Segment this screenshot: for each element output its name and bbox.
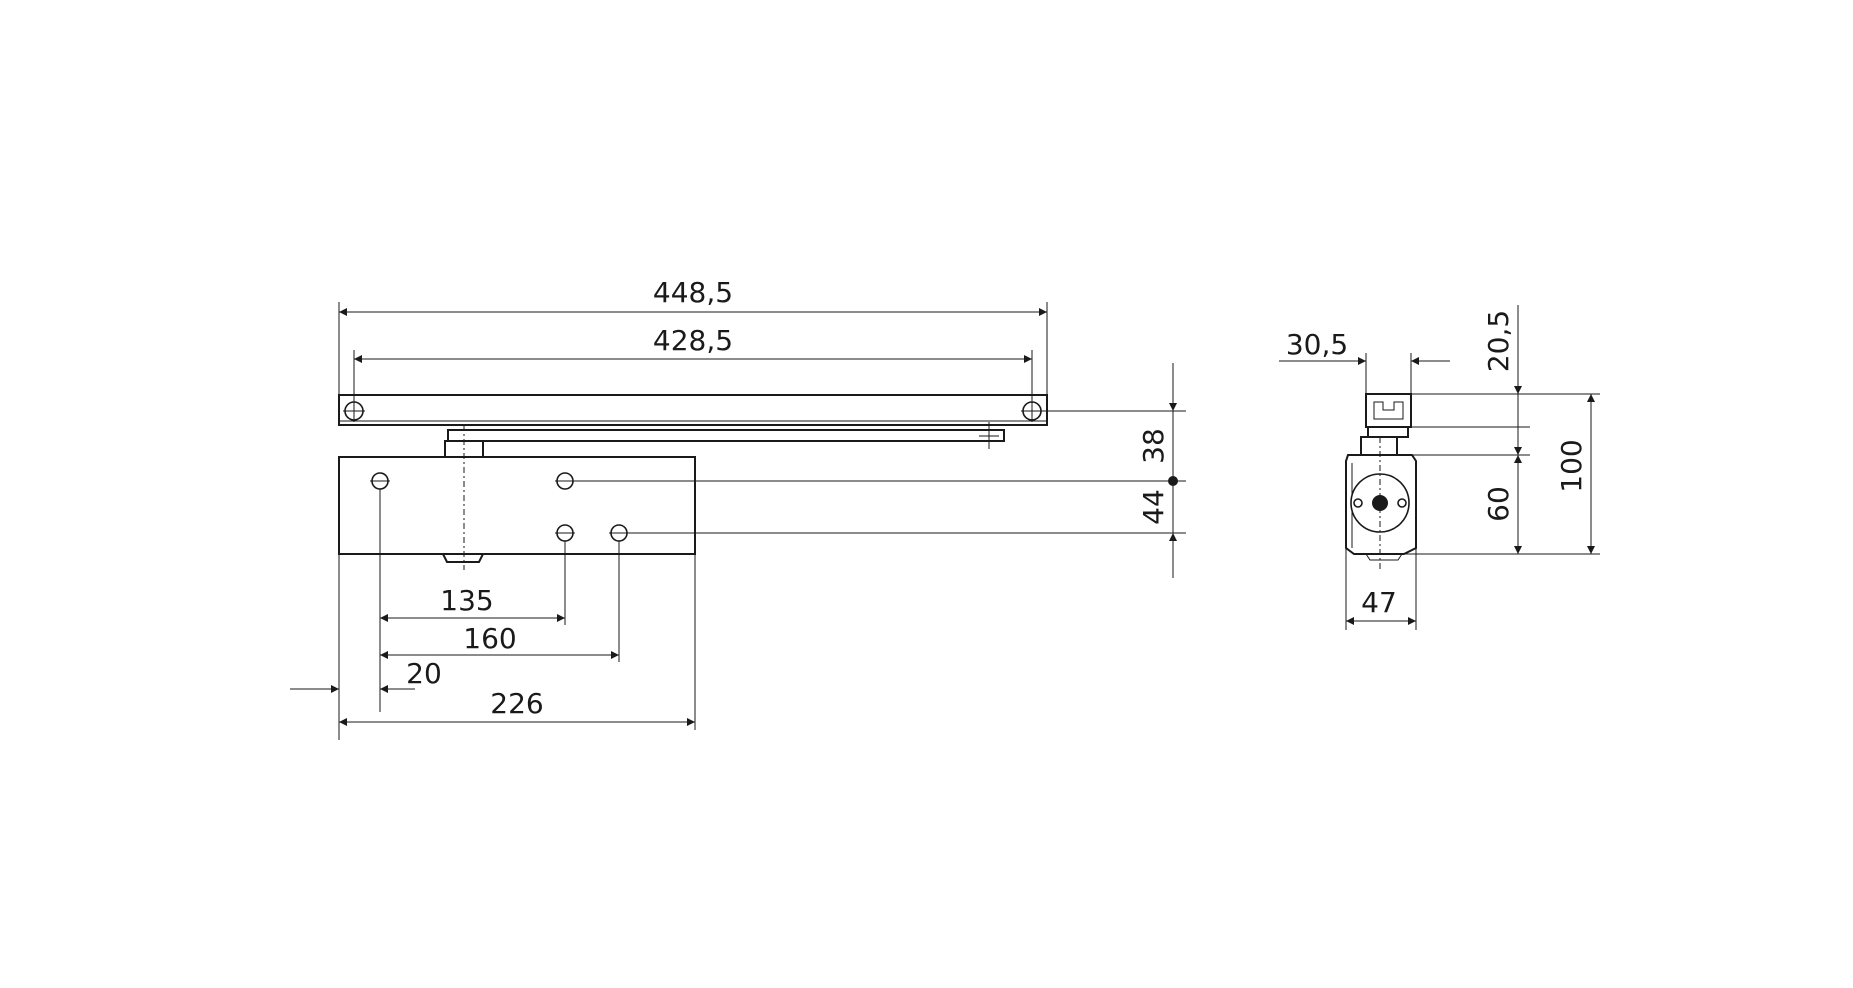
dim-label-44: 44	[1137, 489, 1170, 525]
body-end-bottom-lip	[1365, 553, 1403, 561]
dim-label-428-5: 428,5	[653, 324, 733, 357]
slider-block	[1367, 426, 1409, 438]
dim-label-135: 135	[440, 584, 493, 617]
dim-reference-dot	[1168, 476, 1178, 486]
body-bottom-bump	[441, 553, 485, 563]
front-view: 448,5 428,5 38 44 135 160 20 226	[290, 276, 1186, 740]
dim-label-30-5: 30,5	[1286, 328, 1348, 361]
closer-body	[338, 456, 696, 555]
dim-label-38: 38	[1137, 428, 1170, 464]
side-screw-left	[1353, 498, 1363, 508]
rail-profile-channel	[1373, 401, 1404, 420]
slider-stem	[1360, 436, 1398, 456]
dim-label-100: 100	[1555, 439, 1588, 492]
dim-label-226: 226	[490, 687, 543, 720]
side-screw-right	[1397, 498, 1407, 508]
slide-rail	[338, 394, 1048, 426]
dim-label-20-5: 20,5	[1482, 310, 1515, 372]
dim-label-448-5: 448,5	[653, 276, 733, 309]
dim-label-20: 20	[406, 657, 442, 690]
side-view: 30,5 20,5 60 100 47	[1279, 305, 1600, 630]
dim-label-47: 47	[1361, 586, 1397, 619]
dim-label-160: 160	[463, 622, 516, 655]
dim-label-60: 60	[1482, 486, 1515, 522]
closer-arm	[447, 429, 1005, 442]
